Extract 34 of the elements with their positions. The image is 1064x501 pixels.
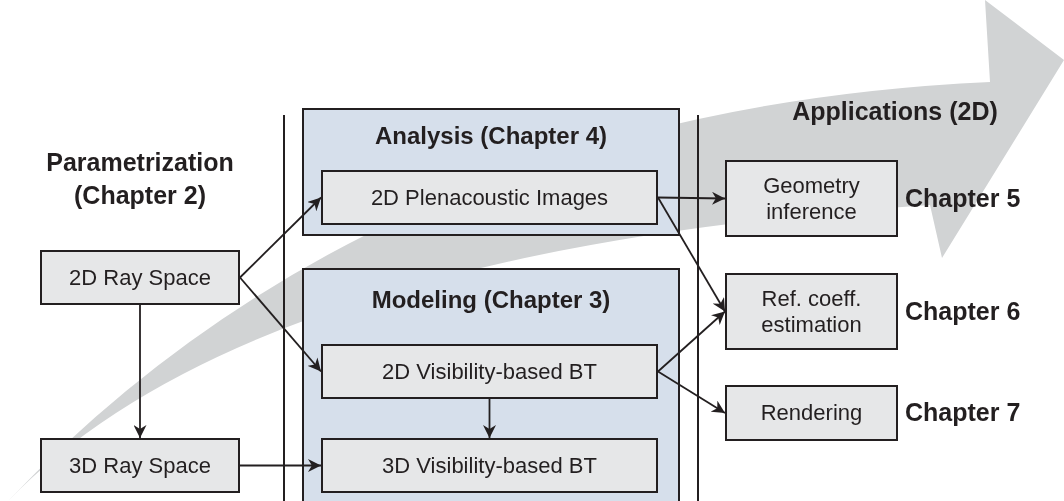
arrow xyxy=(483,398,496,439)
arrow xyxy=(657,370,726,414)
chapter-label: Chapter 6 xyxy=(905,296,1021,326)
panel-heading: Modeling (Chapter 3) xyxy=(371,286,611,313)
box-label: Rendering xyxy=(760,400,863,426)
arrow xyxy=(239,196,322,279)
chapter-label: Chapter 5 xyxy=(905,183,1021,213)
arrow xyxy=(239,276,322,373)
box-label: 2D Visibility-based BT xyxy=(382,358,597,385)
arrow xyxy=(239,459,322,472)
process-box xyxy=(321,170,658,225)
box-label: 2D Plenacoustic Images xyxy=(370,184,609,211)
process-box xyxy=(40,438,240,493)
group-panel xyxy=(302,108,680,236)
box-label: 2D Ray Space xyxy=(69,264,211,291)
process-box xyxy=(40,250,240,305)
box-label: 3D Visibility-based BT xyxy=(382,452,597,479)
panel-heading: Analysis (Chapter 4) xyxy=(374,122,608,149)
process-box xyxy=(725,385,898,441)
chapter-label: Chapter 7 xyxy=(905,398,1021,427)
arrow xyxy=(657,196,726,313)
box-label: 3D Ray Space xyxy=(69,452,211,479)
process-box xyxy=(725,273,898,350)
process-box xyxy=(725,160,898,237)
arrow xyxy=(657,310,726,373)
arrow xyxy=(657,191,726,205)
box-label: Ref. coeff. estimation xyxy=(760,286,863,337)
box-label: Geometry inference xyxy=(762,173,861,224)
group-panel xyxy=(302,268,680,501)
arrow xyxy=(133,304,147,439)
process-box xyxy=(321,438,658,493)
process-box xyxy=(321,344,658,399)
column-heading: Applications (2D) xyxy=(791,96,999,127)
column-heading: Parametrization (Chapter 2) xyxy=(45,147,235,211)
